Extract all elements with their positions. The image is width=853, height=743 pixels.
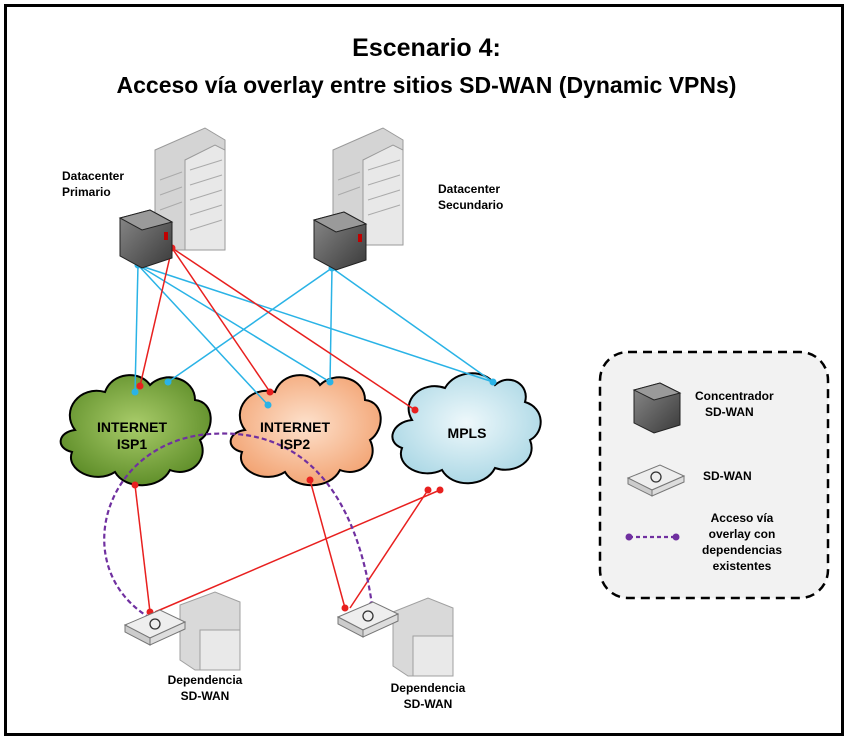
legend-overlay-line-icon [625, 533, 680, 541]
legend-overlay-label-line1: Acceso vía [711, 511, 774, 525]
sdwan-device-left-icon [123, 609, 187, 646]
concentrator-primary-icon [118, 209, 174, 269]
diagram-title: Escenario 4: [352, 34, 501, 62]
cloud-isp1-label-line1: INTERNET [97, 419, 167, 435]
branch-left-label-line2: SD-WAN [181, 689, 230, 703]
legend-concentrator-label-line2: SD-WAN [705, 405, 754, 419]
datacenter-secondary-label-line1: Datacenter [438, 182, 500, 196]
cloud-mpls-label: MPLS [448, 425, 487, 441]
datacenter-primary-label-line2: Primario [62, 185, 111, 199]
red-links [134, 247, 441, 613]
cloud-isp1 [59, 374, 212, 487]
legend-sdwan-icon [626, 464, 686, 497]
branch-right-label-line2: SD-WAN [404, 697, 453, 711]
legend-overlay-label-line2: overlay con [709, 527, 776, 541]
cloud-isp2-label-line1: INTERNET [260, 419, 330, 435]
branch-right-building-icon [392, 597, 454, 677]
cloud-mpls [391, 372, 542, 485]
sdwan-device-right-icon [336, 601, 400, 638]
cloud-isp2-label-line2: ISP2 [280, 436, 311, 452]
branch-left-building-icon [179, 591, 241, 671]
branch-left-label-line1: Dependencia [168, 673, 243, 687]
cloud-isp1-label-line2: ISP1 [117, 436, 148, 452]
legend-overlay-label-line3: dependencias [702, 543, 782, 557]
legend-concentrator-label-line1: Concentrador [695, 389, 774, 403]
datacenter-primary-label-line1: Datacenter [62, 169, 124, 183]
datacenter-secondary-label-line2: Secundario [438, 198, 503, 212]
overlay-link [103, 432, 374, 619]
diagram-subtitle: Acceso vía overlay entre sitios SD-WAN (… [116, 72, 737, 98]
legend-concentrator-icon [632, 382, 682, 434]
branch-right-label-line1: Dependencia [391, 681, 466, 695]
concentrator-secondary-icon [312, 211, 368, 271]
legend-sdwan-label: SD-WAN [703, 469, 752, 483]
datacenter-primary-building-icon [154, 127, 226, 251]
legend-overlay-label-line4: existentes [713, 559, 772, 573]
